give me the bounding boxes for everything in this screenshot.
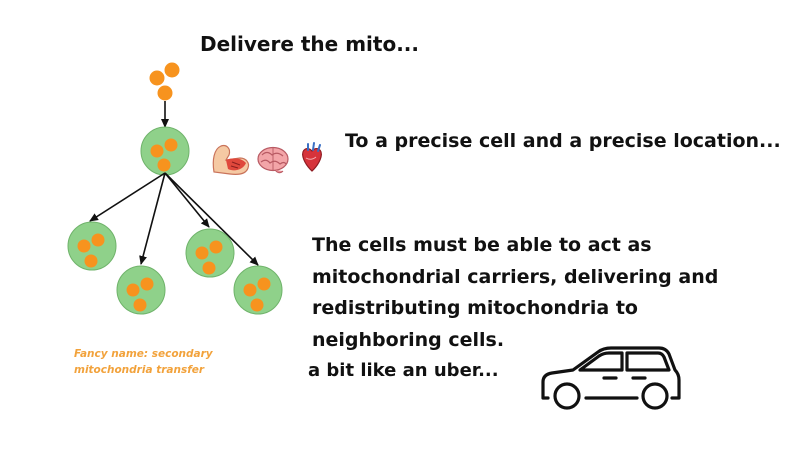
mitochondrion <box>195 246 209 260</box>
uber-caption: a bit like an uber... <box>308 360 499 381</box>
title-deliver: Delivere the mito... <box>200 32 419 56</box>
neighbor-cell <box>67 221 117 271</box>
mitochondrion <box>243 283 257 297</box>
free-mitochondria-group <box>149 62 180 101</box>
mitochondrion <box>157 158 171 172</box>
mitochondrion <box>149 70 165 86</box>
cell-body <box>233 265 283 315</box>
carriers-line: The cells must be able to act as <box>312 234 652 256</box>
arrow-to-neighbor <box>139 172 166 265</box>
mitochondrion <box>84 254 98 268</box>
mitochondrion <box>157 85 173 101</box>
mitochondrion <box>164 138 178 152</box>
arrow-to-neighbor <box>89 172 166 222</box>
mitochondrion <box>140 277 154 291</box>
cell-body <box>67 221 117 271</box>
brain-icon <box>257 146 289 174</box>
mitochondrion <box>209 240 223 254</box>
distribution-arrows <box>89 172 259 266</box>
carrier-cell <box>140 126 190 176</box>
fancy-name-note: Fancy name: secondary mitochondria trans… <box>74 346 213 378</box>
carriers-line: mitochondrial carriers, delivering and <box>312 265 719 288</box>
mitochondrion <box>257 277 271 291</box>
neighbor-cell <box>116 265 166 315</box>
cell-body <box>185 228 235 278</box>
car-icon <box>541 346 681 410</box>
mitochondrion <box>150 144 164 158</box>
heart-icon <box>302 142 322 172</box>
arrow-to-neighbor <box>164 172 210 228</box>
fancy-line: Fancy name: secondary <box>74 348 213 360</box>
mitochondrion <box>250 298 264 312</box>
carriers-line: neighboring cells. <box>312 328 505 351</box>
heading-precise-location: To a precise cell and a precise location… <box>345 130 781 152</box>
fancy-line: mitochondria transfer <box>74 364 205 376</box>
carriers-line: redistributing mitochondria to <box>312 297 638 319</box>
neighbor-cell <box>185 228 235 278</box>
mitochondrion <box>133 298 147 312</box>
muscle-arm-icon <box>212 144 250 175</box>
mitochondrion <box>126 283 140 297</box>
mitochondrion <box>164 62 180 78</box>
neighbor-cell <box>233 265 283 315</box>
mitochondrion <box>202 261 216 275</box>
arrow-to-neighbor <box>164 172 259 266</box>
mitochondrion <box>77 239 91 253</box>
carriers-paragraph: The cells must be able to act as mitocho… <box>312 230 782 356</box>
mitochondrion <box>91 233 105 247</box>
cell-body <box>116 265 166 315</box>
